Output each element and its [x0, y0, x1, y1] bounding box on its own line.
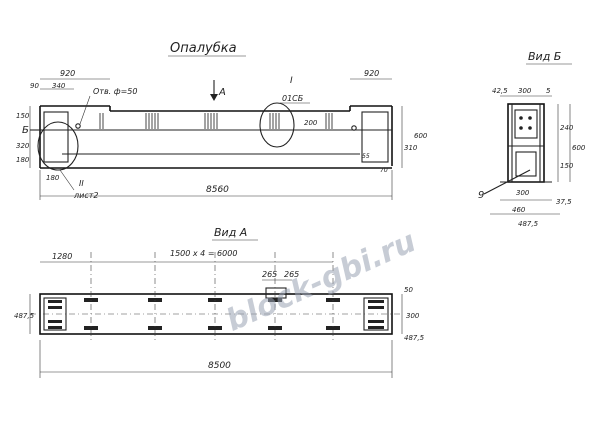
- dim-formwork-bottom-left: 180: [46, 174, 60, 182]
- marker-arrow-a: А: [218, 87, 226, 98]
- dim-formwork-right-h1: 200: [304, 119, 318, 127]
- view-a-dim-lines: [29, 261, 403, 378]
- view-b-section: [483, 103, 552, 195]
- view-a-plan: [30, 252, 402, 340]
- title-formwork: Опалубка: [170, 41, 237, 56]
- dim-view-a-w2: 265: [284, 270, 299, 279]
- dim-formwork-left-top: 920: [60, 69, 75, 78]
- dim-view-b-b1: 300: [516, 189, 530, 197]
- marker-node-ii: II: [79, 179, 84, 188]
- dim-view-a-right-h3: 487,5: [404, 334, 425, 342]
- dim-view-b-top1: 42,5: [492, 87, 508, 95]
- title-view-b: Вид Б: [528, 50, 561, 63]
- dim-formwork-left-sub1: 90: [30, 82, 39, 90]
- dim-view-a-right-h1: 50: [404, 286, 413, 294]
- detail-ii-circle: [37, 121, 79, 171]
- dim-view-b-h3: 150: [560, 162, 574, 170]
- dim-formwork-right-small2: 70: [380, 167, 388, 174]
- dim-view-a-left: 1280: [52, 252, 72, 261]
- dim-view-b-b3: 37,5: [556, 198, 572, 206]
- dim-view-b-b2: 460: [512, 206, 526, 214]
- marker-node-i: I: [290, 76, 293, 86]
- dim-formwork-left-sub2: 340: [52, 82, 66, 90]
- detail-number-9: 9: [478, 190, 484, 201]
- dim-view-b-h1: 240: [560, 124, 574, 132]
- dim-formwork-right-h3: 600: [414, 132, 428, 140]
- dim-formwork-total: 8560: [206, 185, 229, 195]
- formwork-dim-lines: [29, 78, 403, 200]
- dim-view-a-spans: 1500 х 4 = 6000: [170, 249, 237, 258]
- dim-formwork-right-top: 920: [364, 69, 379, 78]
- dim-view-b-top3: 5: [546, 87, 551, 95]
- hole-note: Отв. ф=50: [93, 87, 137, 96]
- dim-view-a-w1: 265: [262, 270, 277, 279]
- title-view-a: Вид А: [214, 226, 247, 239]
- dim-formwork-left-h1: 150: [16, 112, 30, 120]
- dim-view-a-left-h: 487,5: [14, 312, 35, 320]
- dim-view-b-b4: 487,5: [518, 220, 539, 228]
- formwork-elevation: [37, 80, 393, 171]
- dim-view-b-h2: 600: [572, 144, 586, 152]
- dim-view-a-total: 8500: [208, 361, 231, 371]
- marker-node-ii-ref: лист2: [73, 191, 98, 200]
- view-b-dim-lines: [490, 95, 571, 215]
- dim-view-a-right-h2: 300: [406, 312, 420, 320]
- dim-view-b-top2: 300: [518, 87, 532, 95]
- marker-section-b: Б: [22, 125, 29, 136]
- dim-formwork-right-small: 55: [362, 153, 370, 160]
- dim-formwork-left-h3: 180: [16, 156, 30, 164]
- dim-formwork-left-h2: 320: [16, 142, 30, 150]
- marker-node-i-ref: 01СБ: [282, 94, 304, 103]
- dim-formwork-right-h2: 310: [404, 144, 418, 152]
- detail-i-circle: [259, 102, 295, 148]
